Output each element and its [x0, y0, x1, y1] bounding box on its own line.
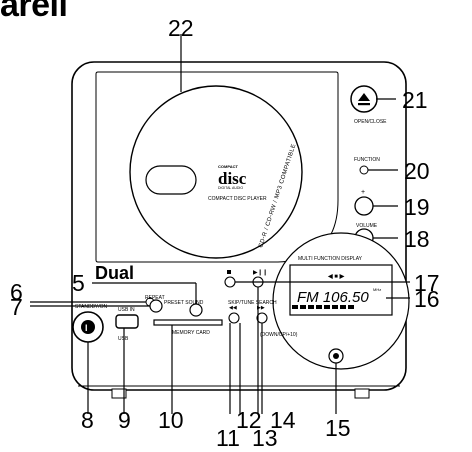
memory-card-slot[interactable]	[153, 319, 223, 326]
callout-6: 6	[10, 279, 23, 305]
display-tag-icon	[292, 305, 298, 309]
svg-text:I: I	[85, 323, 88, 333]
callout-leaders	[30, 34, 410, 414]
cd-window	[145, 165, 197, 195]
callout-10: 10	[158, 407, 184, 433]
open-close-label: OPEN/CLOSE	[354, 119, 387, 125]
display-indicators: ◀ ■ ▶	[327, 273, 345, 280]
cd-caption: COMPACT DISC PLAYER	[208, 196, 267, 202]
callout-7: 7	[10, 294, 23, 320]
cd-logo-small: COMPACT	[218, 164, 238, 169]
compact-disc-logo-icon: COMPACT disc DIGITAL AUDIO	[218, 164, 247, 190]
eject-icon	[358, 93, 370, 106]
standby-label: STANDBY/ON	[75, 304, 108, 310]
callout-19: 19	[404, 194, 430, 220]
skip-up-icon: ▶▶	[257, 305, 265, 311]
function-label: FUNCTION	[354, 157, 380, 163]
skip-down-button[interactable]	[228, 312, 240, 324]
display-reading: FM 106.50	[297, 289, 369, 306]
cd-logo-big: disc	[218, 169, 247, 188]
callout-8: 8	[81, 407, 94, 433]
stop-icon	[227, 270, 231, 274]
volume-up-icon: +	[361, 189, 365, 196]
display-sensor-dot-icon	[333, 353, 339, 359]
callout-17: 17	[414, 270, 440, 296]
display-unit: MHz	[373, 287, 381, 292]
skip-tune-search-label: SKIP/TUNE SEARCH	[228, 300, 277, 306]
preset-sound-button[interactable]	[149, 299, 163, 313]
callout-15: 15	[325, 415, 351, 441]
usb-port[interactable]	[115, 314, 139, 329]
preset-sound-label: PRESET SOUND	[164, 300, 204, 306]
callout-14: 14	[270, 407, 296, 433]
callout-9: 9	[118, 407, 131, 433]
repeat-label: REPEAT	[145, 295, 165, 301]
cd-logo-sub: DIGITAL AUDIO	[218, 186, 243, 190]
stop-button[interactable]	[224, 276, 236, 288]
callout-16: 16	[414, 286, 440, 312]
memory-card-label: MEMORY CARD	[172, 330, 210, 336]
brand-logo: Dual	[95, 263, 134, 283]
left-foot	[111, 388, 127, 399]
callout-11: 11	[216, 425, 240, 451]
callout-13: 13	[252, 425, 278, 451]
signal-level-bars	[300, 305, 354, 309]
cd-disc	[129, 85, 303, 259]
function-button[interactable]	[359, 165, 369, 175]
usb-in-label: USB IN	[118, 307, 135, 313]
callout-22: 22	[168, 15, 194, 41]
callout-18: 18	[404, 226, 430, 252]
volume-up-button[interactable]	[354, 196, 374, 216]
skip-down-icon: ◀◀	[229, 305, 237, 311]
cd-lid-outline	[95, 71, 339, 263]
callout-20: 20	[404, 158, 430, 184]
callout-5: 5	[72, 270, 85, 296]
power-icon	[81, 320, 95, 334]
callout-21: 21	[402, 87, 428, 113]
right-foot	[354, 388, 370, 399]
ab-button[interactable]	[189, 303, 203, 317]
multi-function-display-label: MULTI FUNCTION DISPLAY	[298, 256, 363, 262]
play-pause-icon: ▶❙❙	[253, 269, 268, 276]
section-heading: arell	[0, 0, 68, 24]
down-up-label: (DOWN/UP/+10)	[260, 332, 298, 338]
callout-12: 12	[236, 407, 262, 433]
volume-label: VOLUME	[356, 223, 378, 229]
